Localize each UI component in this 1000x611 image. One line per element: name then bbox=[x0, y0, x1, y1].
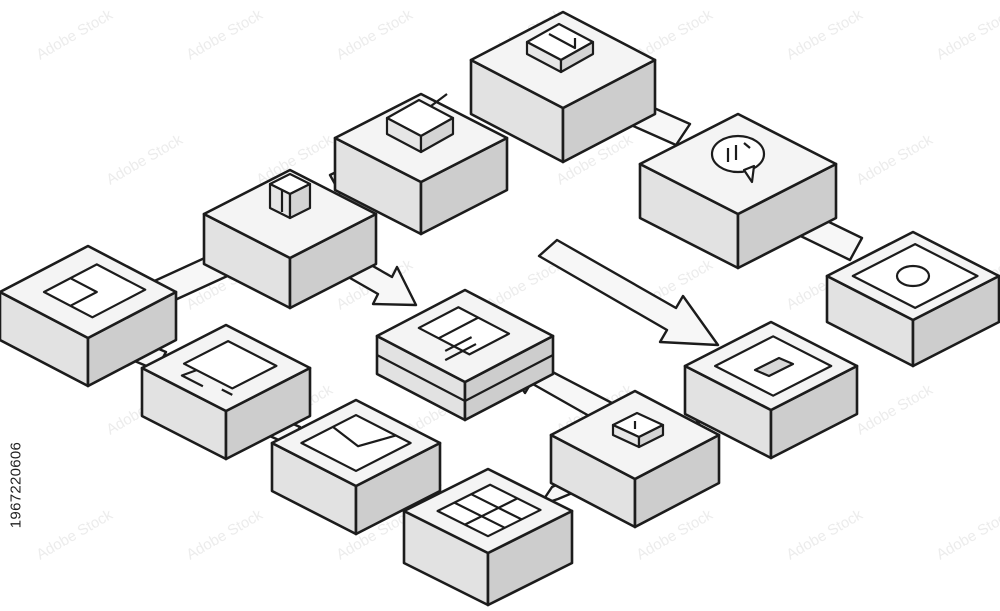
watermark-text: Adobe Stock bbox=[854, 381, 937, 439]
block-layer bbox=[0, 10, 1000, 607]
watermark-text: Adobe Stock bbox=[184, 6, 267, 64]
watermark-text: Adobe Stock bbox=[784, 6, 867, 64]
watermark-text: Adobe Stock bbox=[334, 6, 417, 64]
watermark-text: Adobe Stock bbox=[934, 6, 1000, 64]
ring-icon bbox=[851, 243, 979, 309]
block-3 bbox=[333, 92, 509, 236]
box-icon bbox=[525, 22, 595, 74]
cube-icon bbox=[268, 172, 312, 220]
grid-icon bbox=[436, 483, 542, 538]
watermark-text: Adobe Stock bbox=[934, 506, 1000, 564]
monitor-icon bbox=[180, 340, 278, 396]
block-4 bbox=[469, 10, 657, 164]
block-12 bbox=[375, 288, 555, 422]
envelope-icon bbox=[300, 413, 412, 473]
block-6 bbox=[825, 230, 1000, 368]
card-icon bbox=[42, 263, 147, 319]
gear-icon bbox=[385, 93, 455, 154]
chat-bubble-icon bbox=[710, 134, 766, 184]
arrow-block5-to-block7 bbox=[537, 238, 720, 347]
block-9 bbox=[402, 467, 574, 607]
block-7 bbox=[683, 320, 859, 460]
watermark-text: Adobe Stock bbox=[104, 131, 187, 189]
watermark-text: Adobe Stock bbox=[784, 506, 867, 564]
watermark-text: Adobe Stock bbox=[34, 506, 117, 564]
block-1 bbox=[0, 244, 178, 388]
watermark-text: Adobe Stock bbox=[34, 6, 117, 64]
tag-icon bbox=[713, 335, 833, 397]
block-10 bbox=[270, 398, 442, 536]
block-11 bbox=[140, 323, 312, 461]
stacked-document-icon bbox=[417, 306, 511, 362]
block-5 bbox=[638, 112, 838, 270]
block-12-slab-line bbox=[376, 354, 554, 403]
watermark-text: Adobe Stock bbox=[184, 506, 267, 564]
watermark-text: Adobe Stock bbox=[854, 131, 937, 189]
block-2 bbox=[202, 168, 378, 310]
block-8 bbox=[549, 389, 721, 529]
key-icon bbox=[611, 411, 665, 449]
